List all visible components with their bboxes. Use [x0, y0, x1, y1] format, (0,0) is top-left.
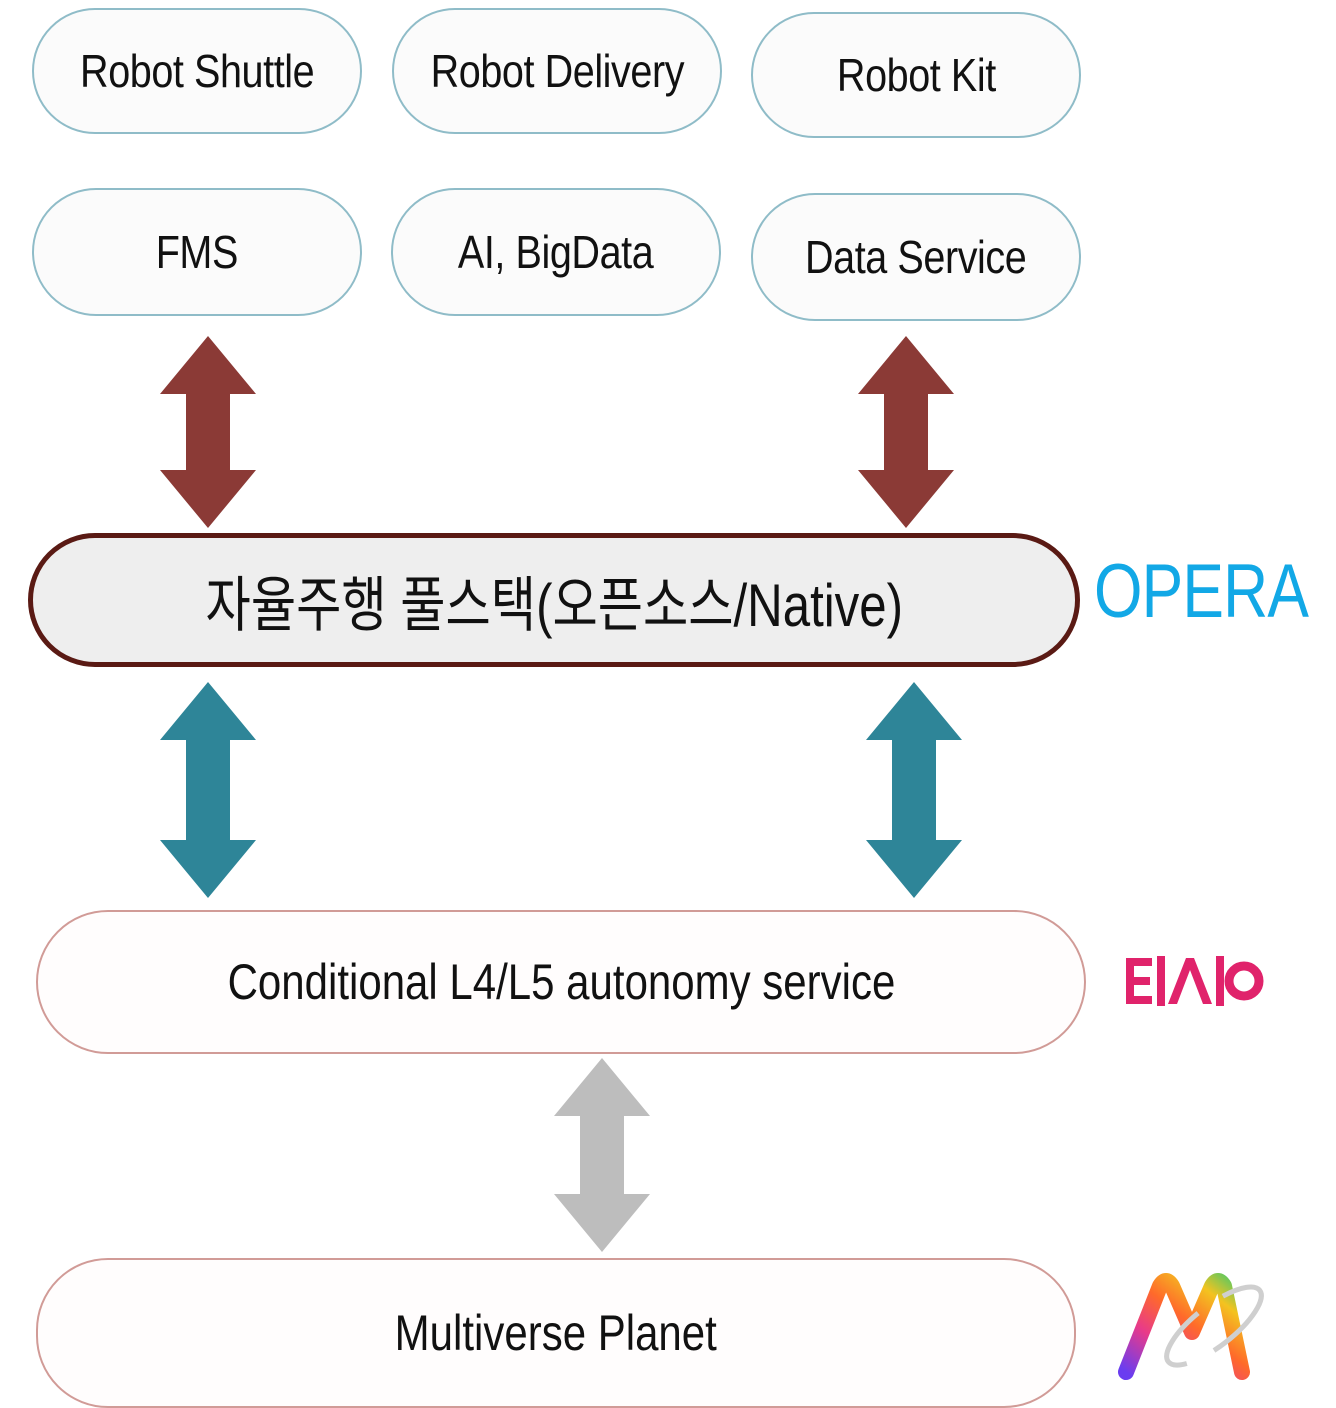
- conditional-autonomy-box: Conditional L4/L5 autonomy service: [36, 910, 1086, 1054]
- lower-left-double-arrow: [160, 682, 256, 898]
- ai-bigdata-label: AI, BigData: [458, 226, 654, 278]
- opera-logo-text: OPERA: [1094, 549, 1309, 634]
- conditional-autonomy-label: Conditional L4/L5 autonomy service: [227, 954, 895, 1010]
- bottom-double-arrow: [554, 1058, 650, 1252]
- fms-label: FMS: [155, 226, 239, 278]
- opera-logo: OPERA: [1094, 548, 1336, 635]
- tasio-logo: [1126, 956, 1264, 1006]
- robot-kit-label: Robot Kit: [836, 49, 996, 101]
- robot-delivery-box: Robot Delivery: [392, 8, 722, 134]
- autonomous-driving-full-stack-box: 자율주행 풀스택(오픈소스/Native): [28, 533, 1080, 667]
- ai-bigdata-box: AI, BigData: [391, 188, 721, 316]
- data-service-label: Data Service: [805, 231, 1027, 283]
- autonomous-driving-full-stack-label: 자율주행 풀스택(오픈소스/Native): [205, 571, 903, 639]
- data-service-box: Data Service: [751, 193, 1081, 321]
- robot-shuttle-box: Robot Shuttle: [32, 8, 362, 134]
- lower-right-double-arrow: [866, 682, 962, 898]
- multiverse-planet-label: Multiverse Planet: [394, 1305, 718, 1361]
- fms-box: FMS: [32, 188, 362, 316]
- robot-shuttle-label: Robot Shuttle: [79, 45, 315, 97]
- upper-left-double-arrow: [160, 336, 256, 528]
- robot-delivery-label: Robot Delivery: [430, 45, 684, 97]
- robot-kit-box: Robot Kit: [751, 12, 1081, 138]
- multiverse-logo-icon: [1118, 1273, 1264, 1380]
- upper-right-double-arrow: [858, 336, 954, 528]
- multiverse-planet-box: Multiverse Planet: [36, 1258, 1076, 1408]
